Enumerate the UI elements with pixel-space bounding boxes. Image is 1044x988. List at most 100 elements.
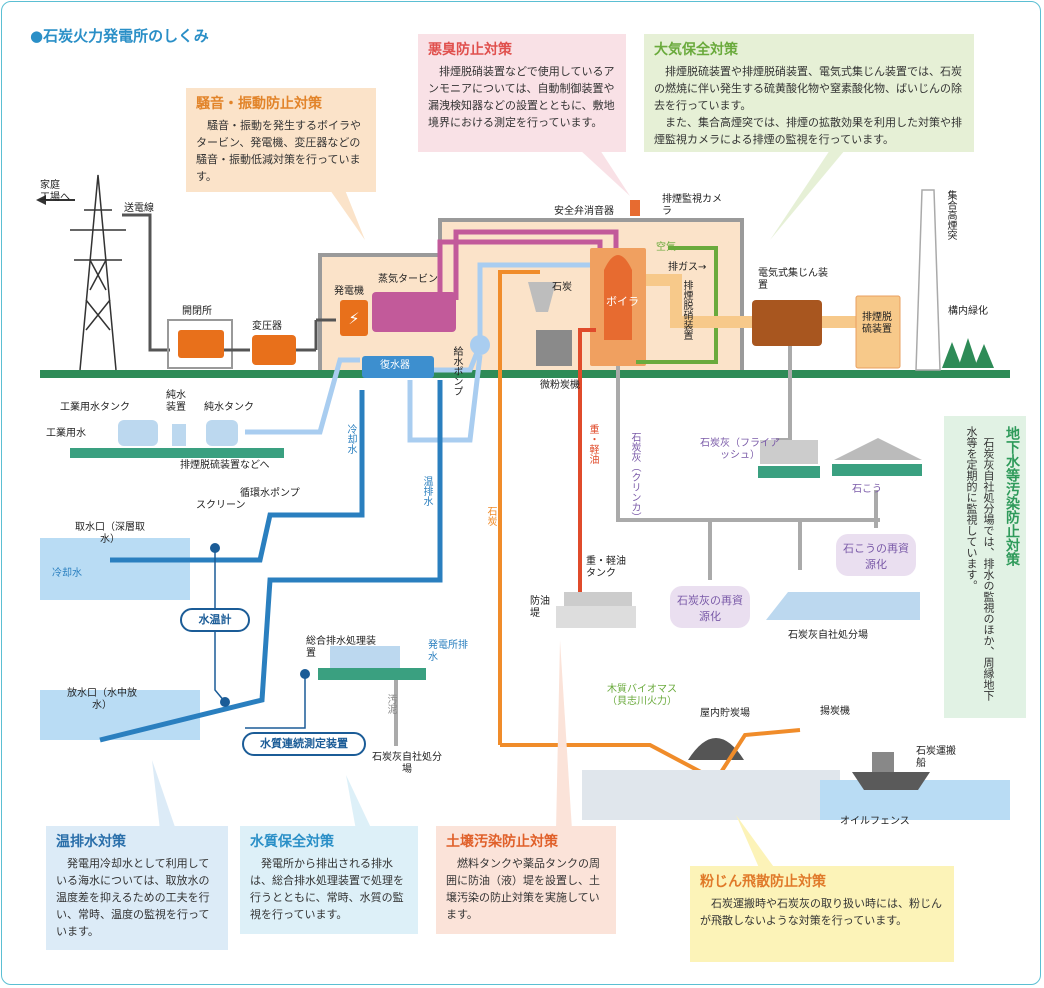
panel-dust-body: 石炭運搬時や石炭灰の取り扱い時には、粉じんが飛散しないような対策を行っています。 xyxy=(700,897,942,927)
svg-text:⚡: ⚡ xyxy=(348,309,359,328)
label-air: 空気 xyxy=(656,242,676,253)
label-coal-yard: 屋内貯炭場 xyxy=(700,708,750,719)
panel-groundwater-body: 石炭灰自社処分場では、排水の監視のほか、周縁地下水等を定期的に監視しています。 xyxy=(965,426,995,701)
label-mill: 微粉炭機 xyxy=(540,380,580,391)
label-ash-reuse: 石炭灰の再資源化 xyxy=(670,586,750,628)
page-title: ●石炭火力発電所のしくみ xyxy=(30,27,209,45)
label-coal-up: 石炭 xyxy=(485,506,496,526)
label-feedpump: 給水ポンプ xyxy=(451,346,462,396)
label-transmission: 送電線 xyxy=(124,203,154,214)
label-turbine: 蒸気タービン xyxy=(378,274,438,285)
label-wq-monitor: 水質連続測定装置 xyxy=(242,732,366,756)
industrial-water-line xyxy=(245,357,360,435)
label-oil-tank: 重・軽油タンク xyxy=(586,556,626,579)
label-oil-dike: 防油堤 xyxy=(530,596,550,619)
label-switchyard: 開閉所 xyxy=(182,306,212,317)
panel-soil-heading: 土壌汚染防止対策 xyxy=(446,834,558,850)
panel-noise-body: 騒音・振動を発生するボイラやタービン、発電機、変圧器などの騒音・振動低減対策を行… xyxy=(196,119,361,183)
cooling-line xyxy=(110,390,365,563)
label-desulf: 排煙脱硫装置 xyxy=(862,312,892,335)
fuel-oil-line xyxy=(578,328,596,600)
condenser-icon xyxy=(362,356,434,378)
label-screen: スクリーン xyxy=(196,500,246,511)
panel-noise-heading: 騒音・振動防止対策 xyxy=(196,96,322,112)
label-exhaust: 排ガス→ xyxy=(668,262,707,273)
label-fuel-oil: 重・軽油 xyxy=(587,424,598,464)
flyash-silo-icon xyxy=(760,440,818,464)
turbine-icon xyxy=(372,292,456,332)
esp-icon xyxy=(752,300,822,346)
coal-bin-icon xyxy=(528,282,556,312)
label-oil-fence: オイルフェンス xyxy=(840,816,910,827)
panel-warmwater-heading: 温排水対策 xyxy=(56,834,126,850)
ash-line xyxy=(776,346,792,442)
panel-air: 大気保全対策 排煙脱硫装置や排煙脱硝装置、電気式集じん装置では、石炭の燃焼に伴い… xyxy=(644,34,974,152)
panel-air-body1: 排煙脱硫装置や排煙脱硝装置、電気式集じん装置では、石炭の燃焼に伴い発生する硫黄酸… xyxy=(654,65,962,112)
label-biomass: 木質バイオマス（貝志川火力） xyxy=(607,684,677,707)
panel-soil-body: 燃料タンクや薬品タンクの周囲に防油（液）堤を設置し、土壌汚染の防止対策を実施して… xyxy=(446,857,600,921)
panel-air-heading: 大気保全対策 xyxy=(654,42,738,58)
generator-icon xyxy=(340,300,368,336)
intake-water xyxy=(40,538,190,600)
ash-site-icon xyxy=(766,592,920,620)
label-denox: 排煙脱硝装置 xyxy=(681,280,692,340)
panel-waterquality-body: 発電所から排出される排水は、総合排水処理装置で処理を行うとともに、常時、水質の監… xyxy=(250,857,404,921)
label-green: 構内緑化 xyxy=(948,306,988,317)
trees-icon xyxy=(942,338,994,368)
label-stack: 集合高煙突 xyxy=(945,190,956,240)
panel-odor: 悪臭防止対策 排煙脱硝装置などで使用しているアンモニアについては、自動制御装置や… xyxy=(418,34,626,152)
label-to-desulf: 排煙脱硫装置などへ xyxy=(180,460,270,471)
ground-line xyxy=(40,370,1010,378)
coal-line xyxy=(498,270,540,745)
industrial-tank-icon xyxy=(118,420,158,446)
label-transformer: 変圧器 xyxy=(252,321,282,332)
transformer-icon xyxy=(252,335,296,365)
pure-tank-icon xyxy=(206,420,238,446)
transmission-tower-icon xyxy=(70,174,126,371)
stack-icon xyxy=(915,189,941,371)
wwt-icon xyxy=(330,646,400,668)
panel-soil: 土壌汚染防止対策 燃料タンクや薬品タンクの周囲に防油（液）堤を設置し、土壌汚染の… xyxy=(436,826,616,934)
label-home: 家庭 工場へ xyxy=(40,180,70,203)
label-generator: 発電機 xyxy=(334,286,364,297)
label-circ-pump: 循環水ポンプ xyxy=(240,488,300,499)
panel-groundwater-heading: 地下水等汚染防止対策 xyxy=(1004,426,1020,566)
label-pure-dev: 純水装置 xyxy=(166,390,186,413)
steam-line xyxy=(453,229,619,300)
mill-icon xyxy=(536,330,572,366)
panel-warmwater-body: 発電用冷却水として利用している海水については、取放水の温度差を抑えるための工夫を… xyxy=(56,857,210,938)
label-unloader: 揚炭機 xyxy=(820,706,850,717)
desulf-icon xyxy=(855,295,901,369)
panel-odor-heading: 悪臭防止対策 xyxy=(428,42,512,58)
panel-dust: 粉じん飛散防止対策 石炭運搬時や石炭灰の取り扱い時には、粉じんが飛散しないような… xyxy=(690,866,954,962)
panel-waterquality: 水質保全対策 発電所から排出される排水は、総合排水処理装置で処理を行うとともに、… xyxy=(240,826,418,934)
panel-odor-body: 排煙脱硝装置などで使用しているアンモニアについては、自動制御装置や漏洩検知器など… xyxy=(428,65,615,129)
label-intake: 取水口（深層取水） xyxy=(75,522,145,545)
label-pure-tank: 純水タンク xyxy=(204,402,254,413)
label-ind-tank: 工業用水タンク xyxy=(60,402,130,413)
label-cooling: 冷却水 xyxy=(345,424,356,454)
oil-tank-icon xyxy=(564,592,632,606)
safety-valve-icon xyxy=(630,200,640,216)
panel-warmwater: 温排水対策 発電用冷却水として利用している海水については、取放水の温度差を抑える… xyxy=(46,826,228,950)
switchyard-icon xyxy=(178,330,224,358)
panel-dust-heading: 粉じん飛散防止対策 xyxy=(700,874,826,890)
label-flyash: 石炭灰（フライアッシュ） xyxy=(700,438,780,461)
panel-noise: 騒音・振動防止対策 騒音・振動を発生するボイラやタービン、発電機、変圧器などの騒… xyxy=(186,88,376,192)
label-ash-site: 石炭灰自社処分場 xyxy=(788,630,868,641)
label-gypsum: 石こう xyxy=(852,484,882,495)
label-camera: 排煙監視カメラ xyxy=(662,194,722,217)
panel-waterquality-heading: 水質保全対策 xyxy=(250,834,334,850)
air-line xyxy=(636,246,718,364)
label-warm-out: 温排水 xyxy=(421,476,432,506)
label-safety-valve: 安全弁消音器 xyxy=(554,206,614,217)
ship-icon xyxy=(852,772,930,790)
label-gypsum-reuse: 石こうの再資源化 xyxy=(836,534,916,576)
label-coal: 石炭 xyxy=(552,282,572,293)
panel-groundwater: 地下水等汚染防止対策 石炭灰自社処分場では、排水の監視のほか、周縁地下水等を定期… xyxy=(944,416,1026,718)
gypsum-shed-icon xyxy=(834,438,922,460)
label-wwt: 総合排水処理装置 xyxy=(306,636,376,659)
label-ind-water: 工業用水 xyxy=(46,428,86,439)
